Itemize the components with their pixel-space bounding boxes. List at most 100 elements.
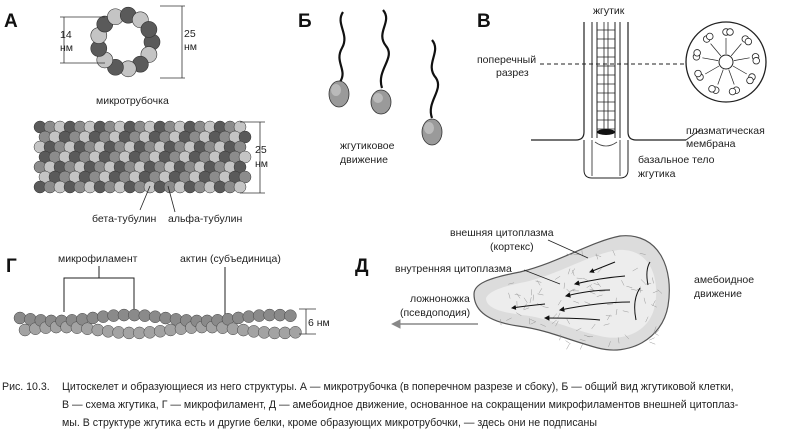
outer-cytoplasm-label-2: (кортекс) (490, 241, 534, 253)
tubulin-subunit (238, 130, 252, 144)
cytoplasm-texture (538, 288, 543, 294)
cytoplasm-texture (566, 343, 570, 350)
actin-bead (237, 323, 250, 337)
microtubule-doublet (694, 69, 702, 78)
cytoplasm-texture (567, 268, 571, 275)
dim-25-label: 25 (184, 28, 196, 40)
cytoplasm-texture (649, 337, 655, 341)
cytoplasm-texture (532, 294, 534, 301)
alpha-tubulin-label: альфа-тубулин (168, 213, 243, 225)
cytoplasm-texture (653, 332, 659, 336)
cytoplasm-texture (615, 308, 618, 315)
flagellum-longitudinal-section (531, 22, 686, 179)
cytoplasm-texture (500, 319, 502, 326)
cytoplasm-texture (530, 321, 537, 325)
cytoplasm-texture (597, 268, 602, 273)
radial-spoke (732, 65, 747, 75)
cytoplasm-texture (657, 289, 663, 294)
alpha-leader (167, 185, 176, 213)
inner-leader (523, 269, 561, 285)
cytoplasm-texture (596, 294, 603, 297)
flagellate-cell-3 (421, 39, 443, 146)
inner-cytoplasm-label: внутренняя цитоплазма (395, 263, 512, 275)
dim-25-side-label: 25 (255, 144, 267, 156)
cytoplasm-texture (542, 306, 549, 308)
actin-bead (138, 309, 152, 322)
cytoplasm-texture (566, 253, 573, 256)
basal-body-label-1: базальное тело (638, 154, 715, 166)
amoeboid-motion-label-2: движение (694, 288, 742, 300)
cytoplasm-texture (608, 341, 611, 347)
radial-spoke (730, 43, 742, 57)
cytoplasm-texture (589, 291, 596, 295)
actin-bead (18, 323, 32, 337)
actin-bead (232, 311, 245, 325)
cytoplasm-texture (566, 318, 570, 325)
cytoplasm-texture (565, 340, 571, 345)
radial-spoke (733, 57, 750, 61)
cytoplasm-texture (559, 334, 562, 341)
flagellate-cell-2 (370, 9, 392, 115)
cytoplasm-texture (651, 304, 657, 308)
cytoplasm-texture (639, 253, 646, 255)
cytoplasm-texture (563, 282, 565, 289)
actin-subunit-label: актин (субъединица) (180, 253, 281, 265)
dim-14-label: 14 (60, 29, 72, 41)
dim-nm-label: нм (60, 42, 73, 54)
actin-bead (242, 310, 256, 323)
cytoplasm-texture (636, 288, 643, 291)
cytoplasm-texture (552, 313, 558, 319)
radial-spoke (717, 69, 724, 85)
plasma-membrane-label-1: плазматическая (686, 125, 765, 137)
caption-line-1: Цитоскелет и образующиеся из него структ… (62, 381, 734, 393)
tubulin-subunit (238, 150, 252, 164)
cytoplasm-texture (571, 268, 575, 274)
microtubule-doublet (693, 49, 701, 57)
cytoplasm-texture (579, 339, 586, 342)
actin-bead (289, 326, 302, 339)
actin-bead (148, 310, 162, 323)
radial-spoke (705, 65, 720, 75)
cytoplasm-texture (516, 312, 522, 316)
cytoplasm-texture (516, 293, 521, 299)
flagellar-motion-label-2: движение (340, 154, 388, 166)
cytoplasm-texture (508, 282, 515, 285)
radial-spoke (710, 43, 722, 57)
beta-leader (139, 185, 151, 211)
beta-tubulin-label: бета-тубулин (92, 213, 157, 225)
actin-bead (96, 310, 110, 323)
panel-v-letter: В (477, 11, 491, 32)
cytoplasm-texture (652, 300, 656, 306)
cytoplasm-texture (649, 341, 656, 345)
actin-bead (86, 311, 100, 325)
cytoplasm-texture (653, 326, 657, 333)
cross-section-label-2: разрез (496, 67, 529, 79)
tubulin-subunit (233, 120, 247, 134)
tubulin-subunit (233, 140, 247, 154)
cytoplasm-texture (607, 303, 614, 305)
actin-bead (153, 325, 167, 338)
cytoplasm-texture (632, 267, 638, 272)
actin-filament (13, 308, 302, 340)
actin-bead (164, 323, 177, 337)
cytoplasm-texture (540, 323, 546, 327)
cytoplasm-texture (624, 334, 630, 340)
caption-number: Рис. 10.3. (2, 381, 50, 393)
actin-bead (91, 323, 105, 337)
cytoplasm-texture (630, 288, 637, 291)
cytoplasm-texture (643, 297, 646, 304)
pseudopod-label-2: (псевдоподия) (400, 307, 470, 319)
cytoplasm-texture (575, 327, 582, 332)
cytoplasm-texture (535, 280, 542, 283)
cytoplasm-texture (572, 269, 575, 276)
cytoplasm-texture (555, 320, 559, 327)
microtubule-doublet (752, 57, 760, 65)
cytoplasm-texture (523, 307, 530, 311)
cytoplasm-texture (569, 289, 576, 292)
cytoplasm-texture (622, 310, 629, 313)
flagellate-cell-1 (328, 11, 350, 108)
outer-cytoplasm-label-1: внешняя цитоплазма (450, 227, 554, 239)
actin-bead (143, 326, 157, 339)
basal-body-label-2: жгутика (638, 168, 676, 180)
